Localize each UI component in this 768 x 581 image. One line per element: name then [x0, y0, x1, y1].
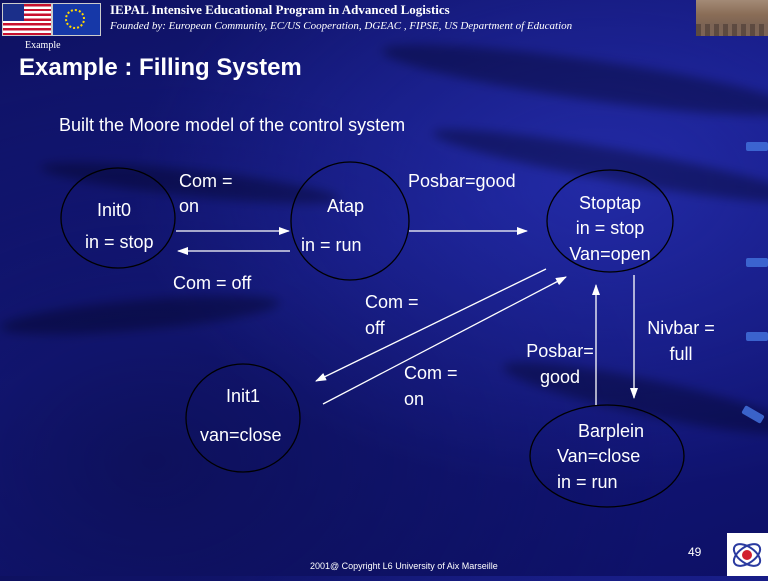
transition-atap-init0: Com = off: [173, 273, 252, 293]
state-stoptap: [546, 169, 674, 273]
state-init1-output: van=close: [200, 425, 282, 445]
transition-atap-stoptap: Posbar=good: [408, 171, 516, 191]
header-title: IEPAL Intensive Educational Program in A…: [110, 2, 450, 17]
us-flag-icon: [2, 3, 52, 36]
state-stoptap-output2: Van=open: [569, 244, 651, 264]
state-barplein-name: Barplein: [578, 421, 645, 441]
decor-mark: [746, 258, 768, 267]
transition-barplein-stoptap-line1: Posbar=: [526, 341, 594, 361]
state-atap-output: in = run: [301, 235, 362, 255]
state-init0-output: in = stop: [85, 232, 154, 252]
state-atap-name: Atap: [327, 196, 365, 216]
state-barplein: [529, 404, 685, 508]
state-atap: [290, 161, 410, 281]
state-init0: [60, 167, 176, 269]
breadcrumb: Example: [25, 40, 61, 51]
transition-barplein-stoptap-line2: good: [539, 367, 581, 387]
transition-init1-stoptap-line1: Com =: [404, 363, 458, 383]
page-title: Example : Filling System: [19, 54, 302, 81]
page-number: 49: [688, 545, 702, 559]
arrow-stoptap-to-init1: [315, 268, 547, 382]
state-stoptap-name: Stoptap: [578, 193, 642, 213]
transition-stoptap-init1-line1: Com =: [365, 292, 419, 312]
state-barplein-output1: Van=close: [557, 446, 641, 466]
transition-stoptap-init1-line2: off: [365, 318, 385, 338]
header-bar: IEPAL Intensive Educational Program in A…: [0, 0, 768, 38]
transition-stoptap-barplein-line2: full: [669, 344, 693, 364]
eu-flag-icon: [52, 3, 101, 36]
decor-mark: [746, 142, 768, 151]
header-photo: [696, 0, 768, 36]
decor-mark: [746, 332, 768, 341]
state-barplein-output2: in = run: [557, 472, 618, 492]
transition-init0-atap-line2: on: [179, 196, 200, 216]
transition-init0-atap-line1: Com =: [179, 171, 233, 191]
university-logo-icon: [727, 533, 768, 576]
transition-init1-stoptap-line2: on: [404, 389, 425, 409]
state-init1: [185, 363, 301, 473]
state-init1-name: Init1: [226, 386, 261, 406]
arrow-init1-to-stoptap: [322, 276, 567, 405]
transition-stoptap-barplein-line1: Nivbar =: [647, 318, 715, 338]
header-subtitle: Founded by: European Community, EC/US Co…: [110, 20, 573, 32]
copyright-text: 2001@ Copyright L6 University of Aix Mar…: [310, 561, 498, 571]
state-init0-name: Init0: [97, 200, 132, 220]
slide-subtitle: Built the Moore model of the control sys…: [59, 115, 406, 135]
state-stoptap-output1: in = stop: [575, 218, 645, 238]
